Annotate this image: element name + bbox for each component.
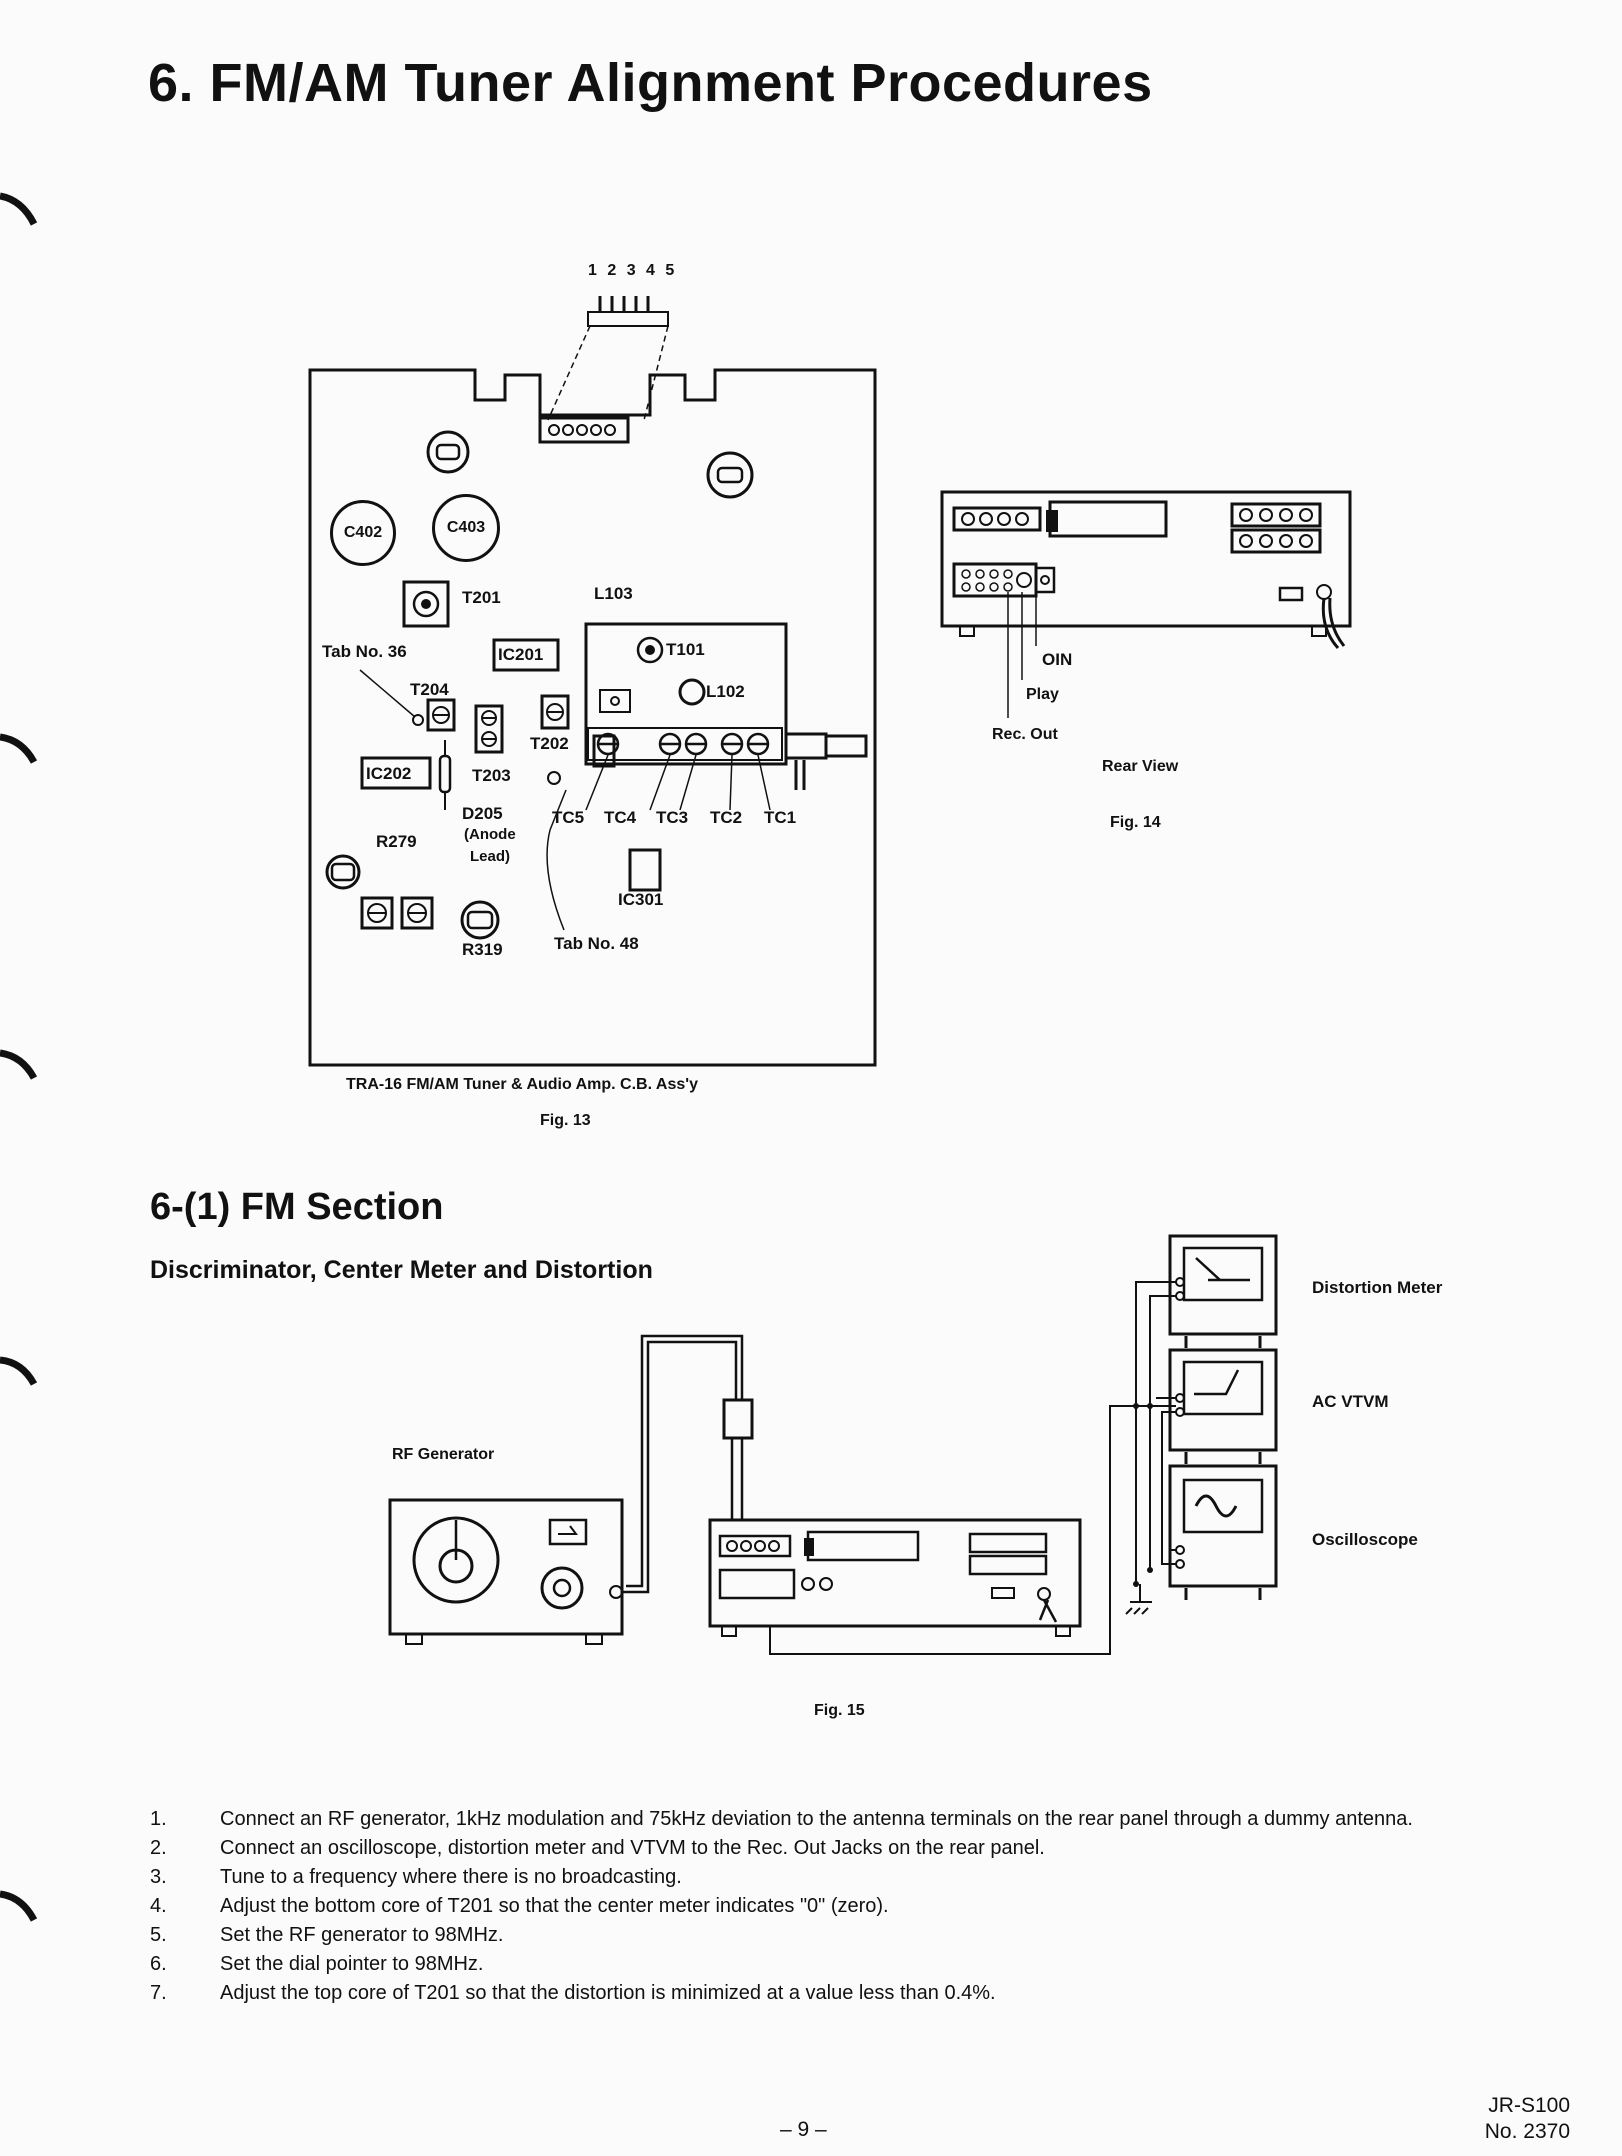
document-number: No. 2370 [1484, 2120, 1570, 2143]
page-number: – 9 – [780, 2118, 827, 2141]
procedure-steps: 1.Connect an RF generator, 1kHz modulati… [150, 1805, 1530, 2008]
list-item: 2.Connect an oscilloscope, distortion me… [150, 1837, 1045, 1859]
label-ic201: IC201 [498, 645, 544, 664]
label-oin: OIN [1042, 650, 1073, 669]
label-play: Play [1026, 686, 1059, 703]
binder-marks [0, 192, 38, 1922]
fig13-caption: TRA-16 FM/AM Tuner & Audio Amp. C.B. Ass… [346, 1076, 698, 1093]
list-item: 6.Set the dial pointer to 98MHz. [150, 1953, 484, 1975]
label-t201: T201 [462, 588, 501, 607]
label-tc4: TC4 [604, 808, 637, 827]
label-rear-view: Rear View [1102, 758, 1179, 775]
label-rec-out: Rec. Out [992, 726, 1058, 743]
label-r319: R319 [462, 940, 503, 959]
label-ac-vtvm: AC VTVM [1312, 1392, 1389, 1411]
capacitor-c402: C402 [330, 500, 396, 566]
label-anode-1: (Anode [464, 826, 516, 843]
label-tc3: TC3 [656, 808, 689, 827]
label-tab-36: Tab No. 36 [322, 642, 407, 661]
label-ic301: IC301 [618, 890, 664, 909]
model-code: JR-S100 [1488, 2094, 1570, 2117]
label-anode-2: Lead) [470, 848, 511, 865]
connector-pin-numbers: 1 2 3 4 5 [588, 262, 678, 279]
page-title: 6. FM/AM Tuner Alignment Procedures [148, 53, 1153, 113]
label-tc5: TC5 [552, 808, 585, 827]
label-t202: T202 [530, 734, 569, 753]
label-l102: L102 [706, 682, 745, 701]
list-item: 4.Adjust the bottom core of T201 so that… [150, 1895, 889, 1917]
label-tc1: TC1 [764, 808, 797, 827]
label-distortion-meter: Distortion Meter [1312, 1278, 1443, 1297]
label-l103: L103 [594, 584, 633, 603]
list-item: 1.Connect an RF generator, 1kHz modulati… [150, 1808, 1413, 1830]
section-subheading: Discriminator, Center Meter and Distorti… [150, 1256, 653, 1284]
list-item: 3.Tune to a frequency where there is no … [150, 1866, 682, 1888]
board-outline [308, 296, 877, 1067]
fig15-label: Fig. 15 [814, 1702, 865, 1719]
label-t101: T101 [666, 640, 705, 659]
label-tc2: TC2 [710, 808, 743, 827]
label-rf-generator: RF Generator [392, 1446, 495, 1463]
label-t203: T203 [472, 766, 511, 785]
label-t204: T204 [410, 680, 449, 699]
list-item: 7.Adjust the top core of T201 so that th… [150, 1982, 996, 2004]
label-d205: D205 [462, 804, 503, 823]
fig13-label: Fig. 13 [540, 1112, 591, 1129]
fig14-label: Fig. 14 [1110, 814, 1161, 831]
label-r279: R279 [376, 832, 417, 851]
capacitor-c403: C403 [432, 494, 500, 562]
test-setup-drawing [388, 1234, 1278, 1655]
section-heading: 6-(1) FM Section [150, 1186, 444, 1228]
list-item: 5.Set the RF generator to 98MHz. [150, 1924, 504, 1946]
label-tab-48: Tab No. 48 [554, 934, 639, 953]
label-ic202: IC202 [366, 764, 412, 783]
label-oscilloscope: Oscilloscope [1312, 1530, 1418, 1549]
rear-panel-drawing [940, 490, 1352, 718]
